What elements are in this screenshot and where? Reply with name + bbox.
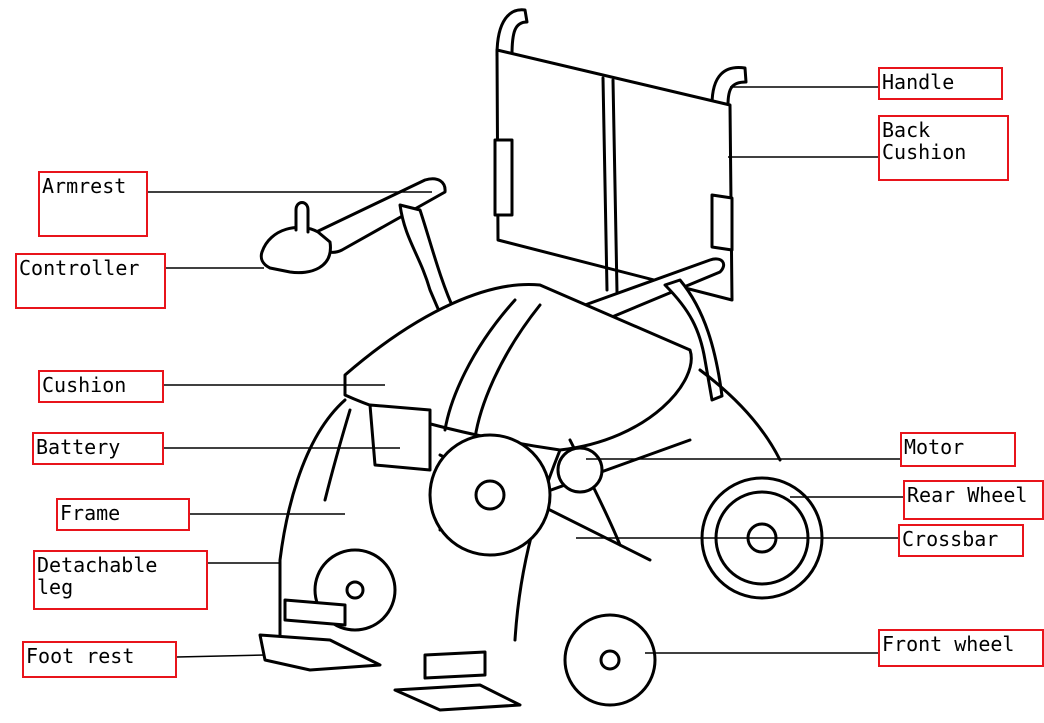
left-rear-wheel-hub: [474, 479, 506, 511]
wheelchair-drawing: [258, 8, 824, 712]
right-foot-rest: [393, 683, 522, 712]
backrest-strap-left: [493, 138, 514, 217]
label-detachable-leg: Detachable leg: [33, 550, 208, 610]
label-handle: Handle: [878, 67, 1003, 100]
frame-side: [698, 368, 782, 462]
label-battery: Battery: [32, 432, 164, 465]
left-foot-strap: [283, 598, 347, 627]
seat-seam-1: [443, 298, 517, 432]
seat-seam-2: [473, 303, 542, 440]
frame-rail: [323, 408, 352, 502]
label-crossbar: Crossbar: [898, 524, 1024, 557]
left-foot-rest: [258, 633, 382, 672]
label-back-cushion: Back Cushion: [878, 115, 1009, 181]
right-armrest-bracket: [663, 278, 724, 402]
motor-hub: [556, 446, 604, 494]
backrest-center-seam-2: [611, 78, 619, 294]
right-front-caster-hub: [599, 649, 621, 671]
left-push-handle: [495, 8, 529, 57]
label-cushion: Cushion: [38, 370, 164, 403]
left-rear-wheel: [428, 433, 552, 557]
label-controller: Controller: [15, 253, 166, 309]
right-front-caster: [563, 613, 657, 707]
controller-box: [259, 225, 332, 275]
label-foot-rest: Foot rest: [22, 641, 177, 678]
left-front-leg: [278, 398, 347, 642]
right-push-handle: [710, 65, 748, 107]
label-frame: Frame: [56, 498, 190, 531]
left-front-caster-hub: [345, 580, 365, 600]
joystick: [294, 201, 310, 234]
label-front-wheel: Front wheel: [878, 629, 1044, 667]
backrest-strap-right: [710, 193, 734, 252]
label-rear-wheel: Rear Wheel: [903, 480, 1044, 520]
label-motor: Motor: [900, 432, 1016, 467]
seat-cushion: [343, 282, 693, 452]
leader-lines: [148, 86, 903, 658]
right-foot-strap: [423, 650, 487, 680]
left-armrest-bracket: [398, 203, 457, 320]
battery-pack: [368, 403, 432, 472]
label-armrest: Armrest: [38, 171, 148, 237]
backrest-center-seam: [601, 76, 609, 292]
leader-foot-rest: [176, 654, 266, 658]
